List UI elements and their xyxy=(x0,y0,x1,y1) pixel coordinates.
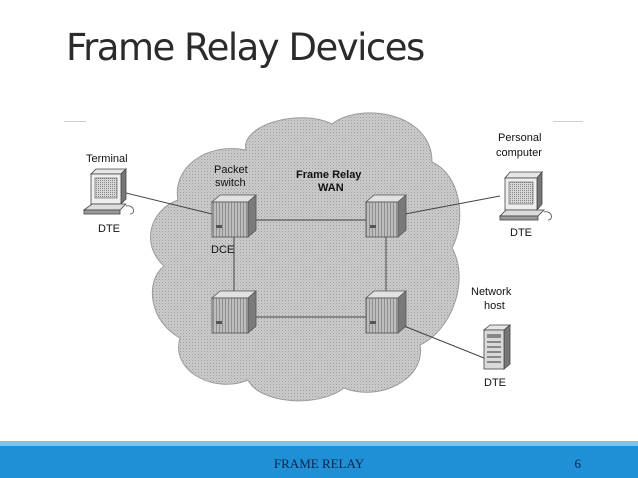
footer-bar: FRAME RELAY 6 xyxy=(0,446,638,478)
footer-accent-strip xyxy=(0,441,638,446)
packet-switch-bottom-right xyxy=(364,290,408,334)
terminal-icon xyxy=(82,168,134,215)
host-label-line2: host xyxy=(484,300,505,312)
title-rule-right xyxy=(553,121,583,122)
cloud-label-line1: Frame Relay xyxy=(296,169,362,181)
packet-switch-top-right xyxy=(364,194,408,238)
host-label-line1: Network xyxy=(471,286,512,298)
packet-switch-label-line1: Packet xyxy=(214,164,248,176)
title-rule-left xyxy=(64,121,86,122)
footer-label: FRAME RELAY xyxy=(273,456,365,471)
frame-relay-diagram: Frame Relay WAN Packet switch Terminal D… xyxy=(82,112,552,402)
packet-switch-top-left xyxy=(210,194,258,238)
link-host xyxy=(403,325,485,359)
packet-switch-bottom-left xyxy=(210,290,258,334)
computer-label-line1: Personal xyxy=(498,132,541,144)
computer-label-line2: computer xyxy=(496,147,542,159)
terminal-label: Terminal xyxy=(86,153,128,165)
links xyxy=(121,191,501,359)
slide-title: Frame Relay Devices xyxy=(66,26,425,69)
link-terminal xyxy=(121,191,213,215)
personal-computer-icon xyxy=(499,170,552,221)
cloud-label-line2: WAN xyxy=(318,182,344,194)
dce-label: DCE xyxy=(211,244,234,256)
wan-cloud xyxy=(149,112,461,402)
packet-switch-label-line2: switch xyxy=(215,177,246,189)
link-computer xyxy=(404,195,501,215)
network-host-icon xyxy=(482,324,512,370)
page-number: 6 xyxy=(574,456,582,471)
computer-role-label: DTE xyxy=(510,227,532,239)
host-role-label: DTE xyxy=(484,377,506,389)
terminal-role-label: DTE xyxy=(98,223,120,235)
